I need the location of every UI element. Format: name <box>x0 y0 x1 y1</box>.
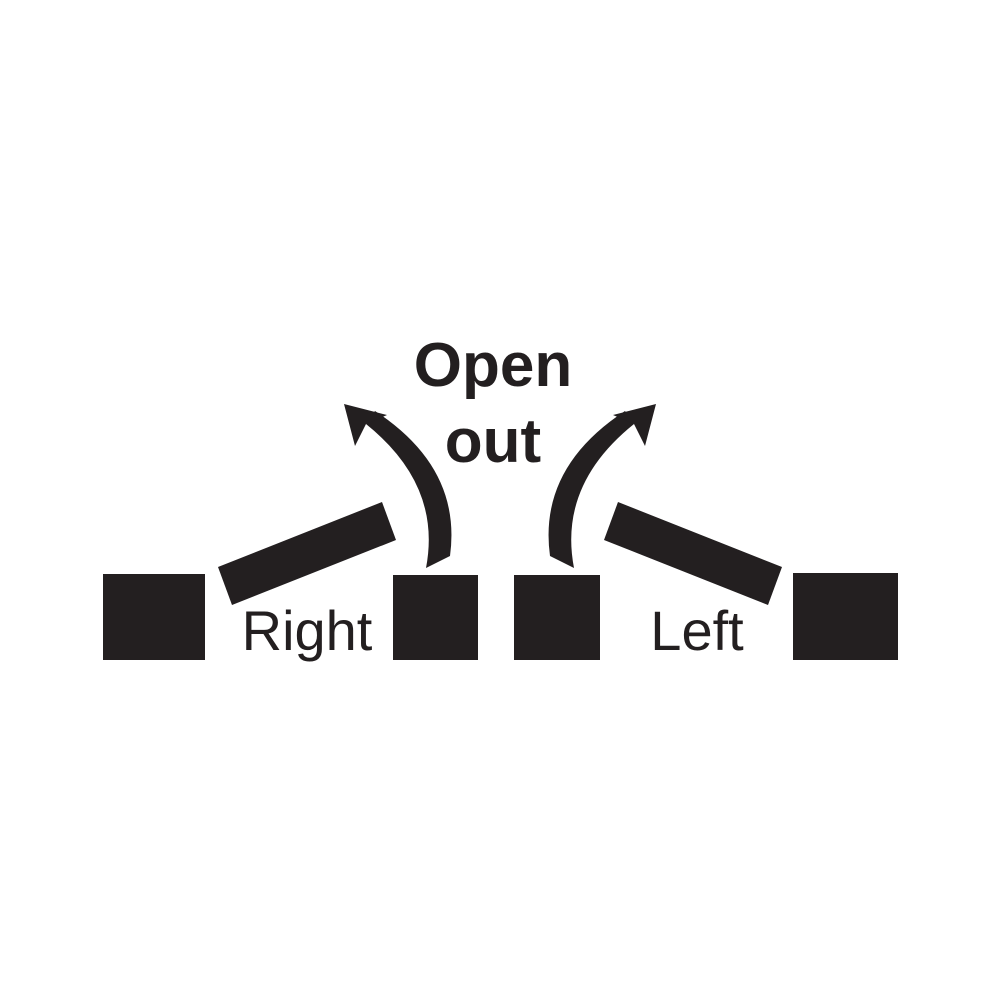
title-out: out <box>445 407 541 476</box>
curved-arrow-up-left-shaft <box>366 411 452 568</box>
wall-block-inner-right <box>514 575 600 660</box>
wall-block-inner-left <box>393 575 478 660</box>
curved-arrow-up-left-head <box>344 404 387 446</box>
wall-block-outer-right <box>793 573 898 660</box>
left-door-label: Left <box>650 599 744 662</box>
curved-arrow-up-right-icon <box>548 404 656 568</box>
door-leaf-left-hand <box>604 502 782 605</box>
right-door-label: Right <box>242 599 373 662</box>
curved-arrow-up-right-shaft <box>548 411 634 568</box>
curved-arrow-up-left-icon <box>344 404 452 568</box>
title-open: Open <box>414 331 572 400</box>
curved-arrow-up-right-head <box>613 404 656 446</box>
door-leaf-right-hand <box>218 502 396 605</box>
wall-block-outer-left <box>103 574 205 660</box>
